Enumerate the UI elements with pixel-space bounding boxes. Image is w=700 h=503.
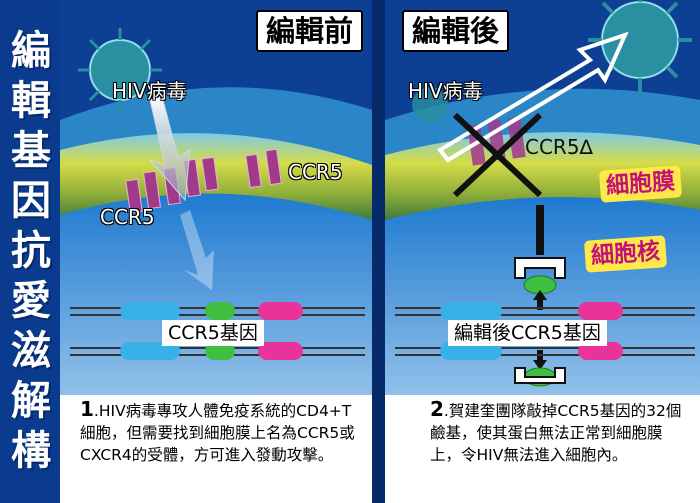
panel-divider [372, 0, 385, 503]
right-blocked-arrow [437, 31, 629, 163]
left-note-text: .HIV病毒專攻人體免疫系統的CD4+T細胞，但需要找到細胞膜上名為CCR5或C… [80, 402, 355, 464]
left-ccr5-receptors [125, 148, 282, 214]
left-receptor-label-bottom: CCR5 [100, 205, 155, 229]
right-receptor-label: CCR5∆ [525, 135, 593, 159]
blocked-cross-mark [452, 112, 543, 198]
left-gene-label: CCR5基因 [162, 320, 264, 346]
right-gene-strands [395, 302, 695, 360]
left-gene-strands [70, 302, 365, 360]
membrane-label: 細胞膜 [598, 165, 683, 203]
right-virus-label: HIV病毒 [408, 79, 483, 103]
nucleus-label: 細胞核 [583, 235, 668, 273]
right-hiv-virus-small [412, 87, 448, 123]
left-infection-arrow [148, 95, 214, 290]
left-virus-label: HIV病毒 [112, 79, 187, 103]
right-panel-heading: 編輯後 [402, 10, 510, 52]
right-blocked-path [514, 205, 566, 387]
right-note: 2.賀建奎團隊敲掉CCR5基因的32個鹼基，使其蛋白無法正常到細胞膜上，令HIV… [430, 398, 685, 466]
right-note-text: .賀建奎團隊敲掉CCR5基因的32個鹼基，使其蛋白無法正常到細胞膜上，令HIV無… [430, 402, 682, 464]
left-receptor-label-top: CCR5 [288, 160, 343, 184]
left-note-number: 1 [80, 397, 94, 421]
left-panel-heading: 編輯前 [256, 10, 364, 52]
right-hiv-virus [588, 0, 692, 92]
left-note: 1.HIV病毒專攻人體免疫系統的CD4+T細胞，但需要找到細胞膜上名為CCR5或… [80, 398, 365, 466]
left-hiv-virus [78, 28, 162, 112]
vertical-title: 編輯基因抗愛滋解構 [11, 28, 51, 474]
right-gene-label: 編輯後CCR5基因 [448, 320, 607, 346]
right-note-number: 2 [430, 397, 444, 421]
